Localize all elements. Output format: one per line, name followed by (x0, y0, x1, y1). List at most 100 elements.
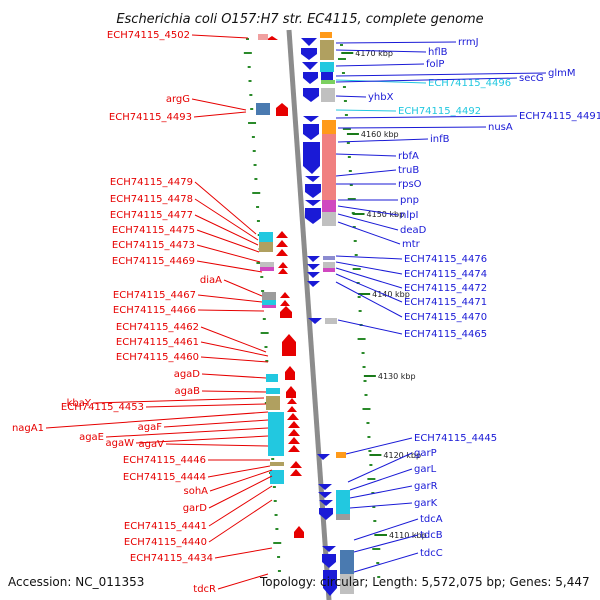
right-gene-label[interactable]: ECH74115_4474 (404, 269, 487, 280)
left-gene-label[interactable]: kbaY (67, 398, 92, 409)
cog-box-deaD[interactable] (322, 212, 336, 226)
forward-gene-agaW[interactable] (288, 437, 300, 444)
cog-box-tdcC[interactable] (340, 574, 354, 594)
reverse-gene-hflB[interactable] (301, 48, 317, 60)
left-gene-label[interactable]: diaA (200, 275, 222, 286)
right-gene-label[interactable]: ECH74115_4471 (404, 297, 487, 308)
left-gene-label[interactable]: agaE (79, 432, 104, 443)
forward-gene-4462[interactable] (282, 334, 296, 356)
left-gene-label[interactable]: ECH74115_4460 (116, 352, 199, 363)
right-gene-label[interactable]: ECH74115_4465 (404, 329, 487, 340)
right-gene-label[interactable]: infB (430, 134, 450, 145)
left-gene-label[interactable]: agaW (106, 438, 135, 449)
forward-gene-4502b[interactable] (258, 34, 268, 40)
cog-box-4474[interactable] (323, 262, 335, 268)
cog-box-hflB[interactable] (320, 40, 334, 60)
left-gene-label[interactable]: ECH74115_4446 (123, 455, 206, 466)
forward-gene-4444[interactable] (290, 469, 302, 476)
cog-box-garK[interactable] (336, 514, 350, 520)
cog-box-4473[interactable] (260, 262, 274, 267)
right-gene-label[interactable]: secG (519, 73, 544, 84)
right-gene-label[interactable]: folP (426, 59, 444, 70)
right-gene-label[interactable]: garP (414, 448, 437, 459)
right-gene-label[interactable]: ECH74115_4470 (404, 312, 487, 323)
cog-box-agaB[interactable] (266, 388, 280, 394)
left-gene-label[interactable]: ECH74115_4493 (109, 112, 192, 123)
forward-gene-agaD[interactable] (285, 366, 295, 380)
cog-box-4466[interactable] (262, 305, 276, 308)
right-gene-label[interactable]: tdcA (420, 514, 443, 525)
forward-gene-4473[interactable] (278, 262, 288, 268)
reverse-gene-infB[interactable] (303, 142, 320, 174)
reverse-gene-4474[interactable] (307, 264, 320, 270)
cog-box-tdcB[interactable] (340, 550, 354, 574)
cog-box-4475b[interactable] (259, 242, 273, 252)
left-gene-label[interactable]: agaF (138, 422, 163, 433)
left-gene-label[interactable]: ECH74115_4473 (112, 240, 195, 251)
cog-box-4467[interactable] (262, 292, 276, 300)
cog-box-pnp[interactable] (322, 200, 336, 212)
left-gene-label[interactable]: ECH74115_4466 (113, 305, 196, 316)
reverse-gene-garL[interactable] (318, 492, 332, 498)
left-gene-label[interactable]: ECH74115_4478 (110, 194, 193, 205)
forward-gene-kbaY[interactable] (287, 398, 297, 404)
forward-gene-agaB[interactable] (286, 386, 296, 398)
forward-gene-agaF[interactable] (288, 421, 300, 428)
right-gene-label[interactable]: hflB (428, 47, 448, 58)
reverse-gene-tdcA[interactable] (322, 546, 336, 552)
cog-box-agaD[interactable] (266, 374, 278, 382)
reverse-gene-pnp[interactable] (305, 184, 321, 198)
reverse-gene-garK[interactable] (319, 508, 333, 520)
right-gene-label[interactable]: ECH74115_4492 (398, 106, 481, 117)
left-gene-label[interactable]: agaD (174, 369, 201, 380)
left-gene-label[interactable]: ECH74115_4462 (116, 322, 199, 333)
reverse-gene-tdcB[interactable] (322, 554, 336, 568)
right-gene-label[interactable]: pnp (400, 195, 419, 206)
forward-gene-4434[interactable] (294, 526, 304, 538)
right-gene-label[interactable]: tdcB (420, 530, 443, 541)
right-gene-label[interactable]: ECH74115_4496 (428, 78, 511, 89)
reverse-gene-4476[interactable] (307, 256, 320, 262)
cog-box-kbaY[interactable] (266, 396, 280, 410)
reverse-gene-garP[interactable] (318, 484, 332, 490)
right-gene-label[interactable]: ECH74115_4491 (519, 111, 600, 122)
cog-box-nagA1[interactable] (268, 412, 284, 456)
forward-gene-argG[interactable] (276, 103, 288, 116)
reverse-gene-garR[interactable] (319, 500, 333, 506)
left-gene-label[interactable]: ECH74115_4467 (113, 290, 196, 301)
left-gene-label[interactable]: agaB (175, 386, 201, 397)
forward-gene-agaV[interactable] (288, 445, 300, 452)
right-gene-label[interactable]: ECH74115_4476 (404, 254, 487, 265)
cog-box-glmM[interactable] (321, 72, 333, 80)
left-gene-label[interactable]: agaV (139, 439, 165, 450)
left-gene-label[interactable]: ECH74115_4441 (124, 521, 207, 532)
forward-gene-nagA1[interactable] (287, 413, 299, 420)
cog-box-4475[interactable] (259, 232, 273, 242)
reverse-gene-nlpI[interactable] (305, 200, 321, 206)
forward-gene-4446[interactable] (290, 461, 302, 468)
forward-gene-4479[interactable] (276, 231, 288, 238)
right-gene-label[interactable]: tdcC (420, 548, 443, 559)
forward-gene-4466[interactable] (280, 306, 292, 318)
cog-box-rrmJ[interactable] (320, 32, 332, 38)
cog-box-4467b[interactable] (262, 300, 276, 305)
left-gene-label[interactable]: ECH74115_4461 (116, 337, 199, 348)
forward-gene-agaE[interactable] (288, 429, 300, 436)
left-gene-label[interactable]: ECH74115_4479 (110, 177, 193, 188)
left-gene-label[interactable]: ECH74115_4477 (110, 210, 193, 221)
right-gene-label[interactable]: glmM (548, 68, 576, 79)
forward-gene-4502[interactable] (266, 36, 278, 40)
left-gene-label[interactable]: sohA (183, 486, 208, 497)
reverse-gene-yhbX[interactable] (303, 88, 319, 102)
reverse-gene-4491[interactable] (303, 116, 319, 122)
forward-gene-4453[interactable] (287, 406, 297, 412)
left-gene-label[interactable]: argG (166, 94, 190, 105)
left-gene-label[interactable]: nagA1 (12, 423, 44, 434)
left-gene-label[interactable]: ECH74115_4453 (61, 402, 144, 413)
cog-box-infB[interactable] (322, 134, 336, 174)
cog-box-secG[interactable] (321, 80, 335, 84)
reverse-gene-4445[interactable] (317, 454, 330, 460)
reverse-gene-4472[interactable] (307, 272, 320, 278)
cog-box-folP[interactable] (320, 62, 334, 72)
left-gene-label[interactable]: ECH74115_4434 (130, 553, 213, 564)
